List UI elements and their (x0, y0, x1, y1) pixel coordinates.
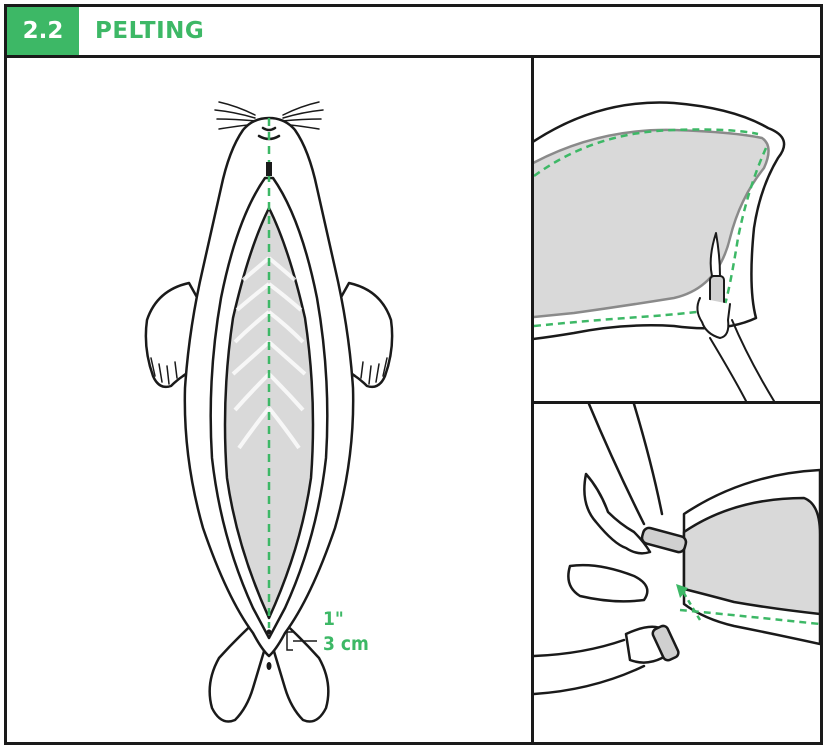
pulling-pelt-panel (534, 404, 820, 742)
forearm-top-right (710, 338, 746, 401)
lower-arm (534, 640, 624, 656)
seal-illustration: 1" 3 cm (7, 58, 531, 742)
skinning-illustration (534, 58, 820, 401)
hand-top-right (697, 298, 730, 338)
lower-flipper (568, 565, 647, 601)
chin-notch (266, 162, 272, 176)
skinning-detail-panel (534, 58, 820, 404)
section-header: 2.2 PELTING (7, 7, 820, 58)
figure-frame: 2.2 PELTING (4, 4, 823, 745)
measurement-metric: 3 cm (323, 633, 369, 655)
vent-point (267, 630, 272, 635)
pulling-illustration (534, 404, 820, 742)
section-number: 2.2 (7, 7, 79, 55)
seal-incision-panel: 1" 3 cm (7, 58, 534, 742)
section-title: PELTING (95, 7, 204, 55)
measurement-imperial: 1" (323, 608, 344, 630)
anus-mark (267, 662, 272, 670)
